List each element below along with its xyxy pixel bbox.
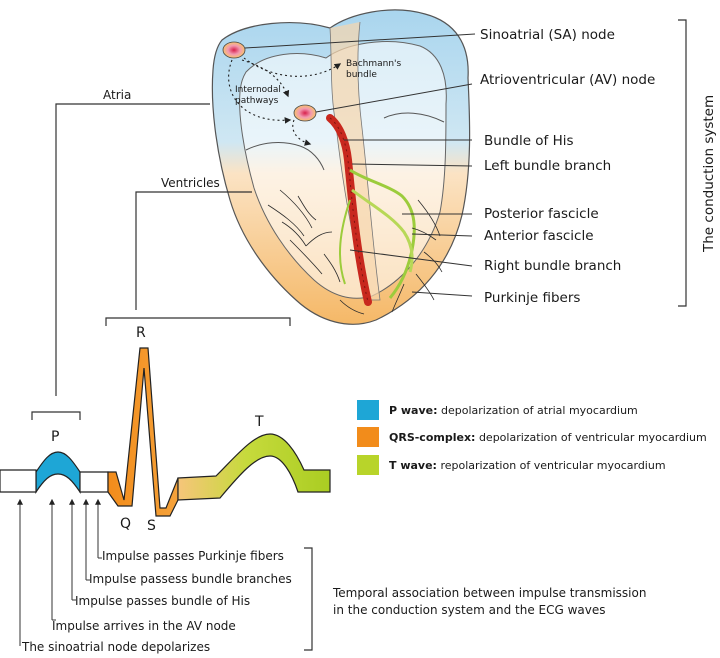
ventricles-label: Ventricles (161, 176, 220, 190)
bachmann-label-line1: Bachmann's (346, 59, 402, 69)
posterior-fascicle (349, 168, 416, 299)
event-av-node: Impulse arrives in the AV node (52, 619, 236, 633)
heart-illustration: Bachmann's bundle Internodal pathways (211, 9, 471, 325)
right-bundle-label: Right bundle branch (484, 258, 621, 274)
right-bundle-branch (338, 199, 351, 285)
legend-item-p: P wave: depolarization of atrial myocard… (389, 404, 638, 417)
atrial-floor-right (383, 112, 445, 123)
sa-node (222, 41, 246, 59)
av-node-label: Atrioventricular (AV) node (480, 72, 655, 88)
r-wave-label: R (136, 325, 146, 341)
ventricles-connector (135, 191, 252, 310)
qrs-brace (105, 317, 291, 326)
legend-item-t: T wave: repolarization of ventricular my… (389, 459, 666, 472)
event-arrows (17, 498, 102, 646)
atria-label: Atria (103, 88, 131, 102)
atrial-floor-left (245, 142, 325, 171)
conduction-system-bracket (678, 19, 687, 307)
bundle-his-label: Bundle of His (484, 133, 574, 149)
internodal-label-line1: Internodal (235, 85, 281, 95)
event-bundle-branches: Impulse passess bundle branches (89, 572, 292, 586)
temporal-note-line2: in the conduction system and the ECG wav… (333, 603, 606, 617)
q-wave-label: Q (120, 516, 131, 532)
anterior-fascicle-label: Anterior fascicle (484, 228, 594, 244)
event-bundle-his: Impulse passes bundle of His (75, 594, 250, 608)
legend-text-p: depolarization of atrial myocardium (438, 404, 638, 417)
baseline-left (0, 469, 37, 493)
temporal-note-line1: Temporal association between impulse tra… (332, 586, 646, 600)
event-sa-node: The sinoatrial node depolarizes (21, 640, 210, 654)
event-purkinje: Impulse passes Purkinje fibers (102, 549, 284, 563)
legend-swatch-t (357, 455, 379, 475)
t-wave-label: T (254, 414, 264, 430)
legend-text-qrs: depolarization of ventricular myocardium (475, 431, 706, 444)
atria-connector (55, 103, 210, 396)
purkinje-label: Purkinje fibers (484, 290, 580, 306)
left-bundle-label: Left bundle branch (484, 158, 611, 174)
internodal-arrow-top (241, 59, 290, 98)
legend-key-t: T wave: (389, 459, 437, 472)
bachmann-label-line2: bundle (346, 70, 377, 80)
internodal-arrow-bottom (228, 59, 292, 124)
legend-swatch-p (357, 400, 379, 420)
t-wave (177, 433, 331, 501)
baseline-pr (79, 471, 109, 493)
p-wave (35, 451, 81, 494)
bundle-of-his-core (329, 117, 369, 303)
p-brace (31, 411, 81, 420)
purkinje-fibers (267, 189, 443, 315)
legend: P wave: depolarization of atrial myocard… (357, 400, 707, 475)
p-wave-label: P (51, 429, 59, 445)
internodal-label-line2: pathways (235, 96, 279, 106)
posterior-fascicle-label: Posterior fascicle (484, 206, 599, 222)
anterior-fascicle (351, 188, 414, 273)
qrs-complex (107, 347, 179, 517)
legend-key-p: P wave: (389, 404, 438, 417)
heart-septum (329, 21, 381, 301)
sa-node-label: Sinoatrial (SA) node (480, 27, 615, 43)
leader-lines (244, 33, 476, 297)
legend-item-qrs: QRS-complex: depolarization of ventricul… (389, 431, 707, 444)
ecg-trace (0, 347, 331, 517)
conduction-system-title: The conduction system (701, 95, 717, 253)
av-node (293, 104, 317, 122)
legend-key-qrs: QRS-complex: (389, 431, 475, 444)
events-bracket (304, 547, 313, 651)
legend-text-t: repolarization of ventricular myocardium (437, 459, 666, 472)
s-wave-label: S (147, 518, 156, 534)
legend-swatch-qrs (357, 427, 379, 447)
